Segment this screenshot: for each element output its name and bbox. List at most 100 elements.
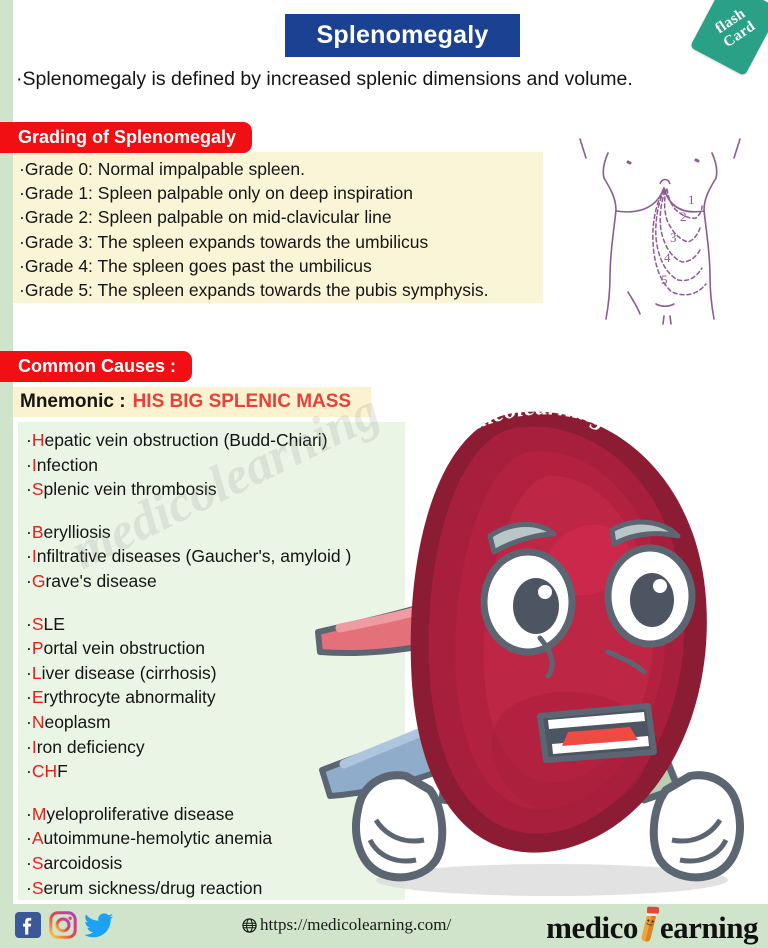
mnemonic-bar: Mnemonic : HIS BIG SPLENIC MASS <box>13 387 371 417</box>
mnemonic-value: HIS BIG SPLENIC MASS <box>132 391 352 412</box>
cause-item: ·Autoimmune-hemolytic anemia <box>26 826 405 851</box>
cause-text: epatic vein obstruction (Budd-Chiari) <box>44 430 328 450</box>
cause-item: ·Serum sickness/drug reaction <box>26 876 405 901</box>
brand-logo: medico earning <box>546 906 759 945</box>
cause-item: ·Sarcoidosis <box>26 851 405 876</box>
crease-right <box>605 649 647 675</box>
website-url-text: https://medicolearning.com/ <box>260 915 452 934</box>
globe-icon <box>242 917 257 933</box>
cause-item: ·Erythrocyte abnormality <box>26 685 405 710</box>
causes-section-badge-text: Common Causes : <box>18 356 177 376</box>
bullet-icon: · <box>26 711 32 732</box>
abdomen-grading-diagram: 1 2 3 4 5 <box>560 126 760 331</box>
cause-initial: I <box>31 546 37 567</box>
grading-row: ·Grade 1: Spleen palpable only on deep i… <box>19 183 414 204</box>
causes-section-badge: Common Causes : <box>0 351 193 382</box>
page-title: Splenomegaly <box>285 14 520 57</box>
grading-section-badge-text: Grading of Splenomegaly <box>18 127 237 147</box>
cause-text: rythrocyte abnormality <box>43 687 216 708</box>
cause-item: ·Neoplasm <box>26 710 405 735</box>
brand-left-text: medico <box>546 910 638 945</box>
footer-bar: https://medicolearning.com/ medico <box>0 904 768 948</box>
cause-text: LE <box>43 613 65 634</box>
cause-text: yeloproliferative disease <box>46 803 235 824</box>
cause-text: erum sickness/drug reaction <box>43 877 263 898</box>
cause-initial: G <box>31 570 46 591</box>
bullet-icon: · <box>26 761 32 782</box>
bullet-icon: · <box>26 877 32 898</box>
bullet-icon: · <box>26 803 32 824</box>
cause-initial: S <box>31 877 44 898</box>
cause-initial: S <box>31 852 44 873</box>
cause-text: eoplasm <box>44 711 111 732</box>
causes-group: ·Berylliosis·Infiltrative diseases (Gauc… <box>26 520 405 594</box>
cause-item: ·CHF <box>26 759 405 784</box>
cause-text: nfection <box>36 454 98 475</box>
cause-item: ·Infiltrative diseases (Gaucher's, amylo… <box>26 544 405 569</box>
cause-initial: M <box>31 803 47 824</box>
bullet-icon: · <box>26 736 32 757</box>
facebook-icon[interactable] <box>14 911 42 939</box>
hand-left <box>352 771 447 882</box>
eye-left <box>480 548 576 656</box>
grading-row: ·Grade 0: Normal impalpable spleen. <box>19 159 305 179</box>
cause-text: F <box>57 761 68 782</box>
brand-right-text: earning <box>659 910 759 945</box>
twitter-icon[interactable] <box>84 911 114 939</box>
cause-initial: H <box>31 430 45 450</box>
diagram-label-3: 3 <box>670 230 677 245</box>
bullet-icon: · <box>26 546 32 567</box>
cause-item: ·Splenic vein thrombosis <box>26 477 405 502</box>
cause-initial: P <box>31 638 44 659</box>
cause-item: ·Portal vein obstruction <box>26 636 405 661</box>
cause-initial: CH <box>31 761 58 782</box>
abdomen-diagram-svg: 1 2 3 4 5 <box>579 138 741 325</box>
eyebrow-left <box>487 522 557 555</box>
social-links <box>14 911 114 939</box>
causes-list: ·Hepatic vein obstruction (Budd-Chiari)·… <box>18 422 405 900</box>
bullet-icon: · <box>26 828 32 849</box>
cause-initial: B <box>31 521 44 542</box>
cause-item: ·Infection <box>26 453 405 478</box>
cause-item: ·Liver disease (cirrhosis) <box>26 661 405 686</box>
left-accent-strip <box>0 0 13 905</box>
causes-group: ·Hepatic vein obstruction (Budd-Chiari)·… <box>26 428 405 502</box>
cause-text: ron deficiency <box>36 736 145 757</box>
spleen-mascot: medicolearning <box>300 380 768 908</box>
bullet-icon: · <box>26 638 32 659</box>
cause-initial: I <box>31 454 37 475</box>
cause-initial: I <box>31 736 37 757</box>
eye-right <box>604 544 696 648</box>
bullet-icon: · <box>26 479 32 500</box>
cause-item: ·Myeloproliferative disease <box>26 802 405 827</box>
diagram-label-5: 5 <box>661 272 668 287</box>
cause-item: ·SLE <box>26 612 405 637</box>
cause-text: ortal vein obstruction <box>43 638 205 659</box>
cause-text: utoimmune-hemolytic anemia <box>43 828 273 849</box>
bullet-icon: · <box>26 852 32 873</box>
cause-item: ·Berylliosis <box>26 520 405 545</box>
cause-initial: A <box>31 828 44 849</box>
grading-row: ·Grade 3: The spleen expands towards the… <box>19 231 429 252</box>
bullet-icon: · <box>26 430 32 450</box>
grading-row: ·Grade 4: The spleen goes past the umbil… <box>19 255 372 276</box>
grading-row: ·Grade 2: Spleen palpable on mid-clavicu… <box>19 207 392 228</box>
grading-list: ·Grade 0: Normal impalpable spleen. ·Gra… <box>13 152 543 303</box>
hand-right <box>649 771 744 882</box>
cause-item: ·Iron deficiency <box>26 735 405 760</box>
bullet-icon: · <box>26 613 32 634</box>
grading-row: ·Grade 5: The spleen expands towards the… <box>19 280 489 301</box>
cause-item: ·Hepatic vein obstruction (Budd-Chiari) <box>26 428 405 453</box>
cause-item: ·Grave's disease <box>26 569 405 594</box>
instagram-icon[interactable] <box>49 911 77 939</box>
intro-statement: ·Splenomegaly is defined by increased sp… <box>16 68 633 90</box>
spleen-mascot-svg: medicolearning <box>315 393 744 896</box>
cause-text: iver disease (cirrhosis) <box>41 662 217 683</box>
cause-text: plenic vein thrombosis <box>43 479 217 500</box>
flash-card-tag: flash Card <box>689 0 768 77</box>
crease-left <box>537 635 555 679</box>
website-url[interactable]: https://medicolearning.com/ <box>242 915 451 935</box>
causes-group: ·Myeloproliferative disease·Autoimmune-h… <box>26 802 405 900</box>
eyebrow-right <box>609 519 681 547</box>
